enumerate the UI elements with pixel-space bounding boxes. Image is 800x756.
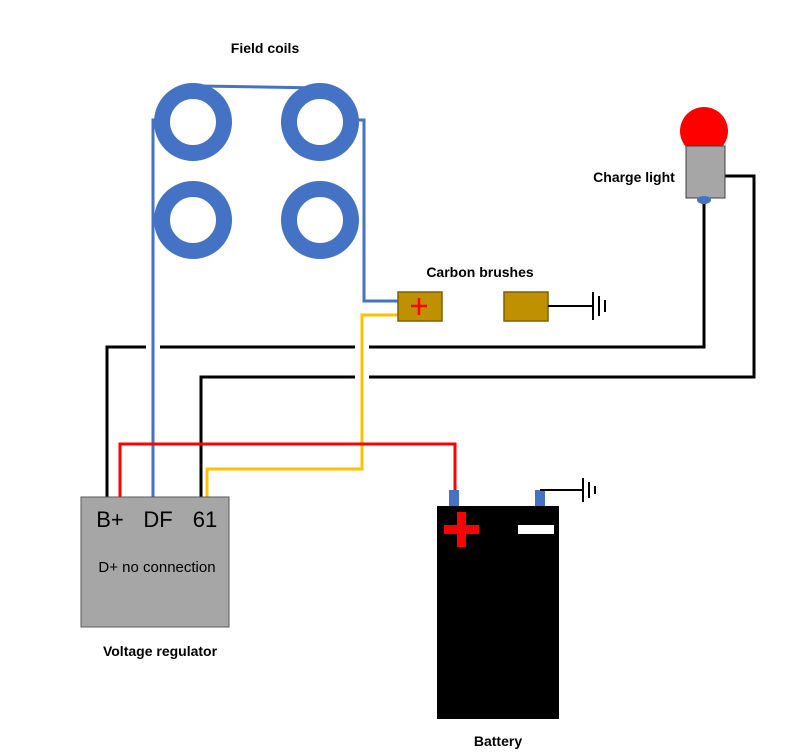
field-coil-bottom-right	[281, 181, 359, 259]
lamp-contact	[697, 196, 711, 204]
field-coil-top-left	[154, 83, 232, 161]
battery-body	[437, 506, 559, 719]
b-plus-to-battery-wire	[118, 442, 457, 497]
field-coil-bottom-left	[154, 181, 232, 259]
d-plus-note: D+ no connection	[98, 559, 215, 576]
field-coil-top-right	[281, 83, 359, 161]
battery	[437, 478, 596, 719]
battery-label: Battery	[474, 733, 522, 749]
charge-light	[680, 107, 728, 204]
carbon-brushes-label: Carbon brushes	[426, 264, 534, 280]
carbon-brushes	[397, 291, 606, 322]
terminal-b-plus: B+	[96, 507, 124, 532]
coil-to-brush-wire	[355, 118, 400, 303]
lamp-bulb	[680, 107, 728, 155]
plus-sign-icon	[444, 512, 479, 547]
voltage-regulator-label: Voltage regulator	[103, 643, 218, 659]
field-coils	[154, 83, 359, 259]
plus-sign-icon	[411, 298, 427, 315]
terminal-61-to-lamp-wire	[199, 174, 756, 497]
ground-symbol-icon	[592, 292, 606, 320]
ground-symbol-icon	[582, 478, 596, 502]
carbon-brush-ground	[503, 291, 549, 322]
battery-positive-post	[449, 490, 459, 507]
coil-link-top	[199, 84, 323, 90]
field-coils-label: Field coils	[231, 40, 300, 56]
brush-to-61-wire	[205, 313, 400, 497]
regulator-body	[80, 496, 230, 628]
battery-negative-post	[535, 490, 545, 507]
minus-sign-icon	[518, 525, 554, 534]
voltage-regulator: B+ DF 61 D+ no connection	[80, 496, 230, 628]
df-wire	[151, 118, 161, 497]
terminal-df: DF	[143, 507, 172, 532]
terminal-61: 61	[193, 507, 217, 532]
b-plus-to-lamp-wire	[105, 200, 706, 497]
lamp-base	[685, 145, 726, 199]
charge-light-label: Charge light	[593, 169, 675, 185]
